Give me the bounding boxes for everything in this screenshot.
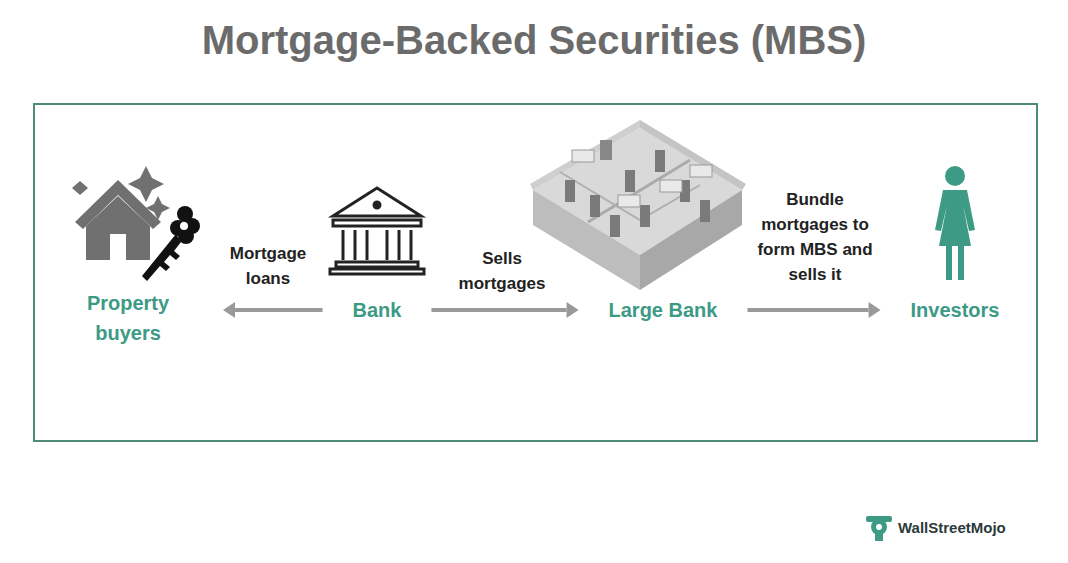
arrow-connector [747,302,880,318]
edge-label: Mortgage loans [211,241,325,291]
node-title: Bank [353,295,402,325]
logo-icon [866,516,892,541]
watermark: WallStreetMojo [898,519,1006,536]
node-label: Property buyers [63,288,193,348]
edge-label: Sells mortgages [445,246,559,296]
edge-label: Bundle mortgages to form MBS and sells i… [748,187,882,287]
node-title: Property buyers [63,288,193,348]
node-label: Investors [911,295,1000,325]
node-label: Bank [353,295,402,325]
node-title: Investors [911,295,1000,325]
arrow-connector [431,302,578,318]
person-icon [935,166,975,280]
diagram-title: Mortgage-Backed Securities (MBS) [202,18,867,63]
bank-icon [330,188,424,274]
house-icon [72,166,170,260]
node-title: Large Bank [609,295,718,325]
key-icon [142,206,200,281]
frame [34,104,1037,441]
node-label: Large Bank [609,295,718,325]
office-illustration [530,120,746,290]
arrow-connector [223,302,323,318]
